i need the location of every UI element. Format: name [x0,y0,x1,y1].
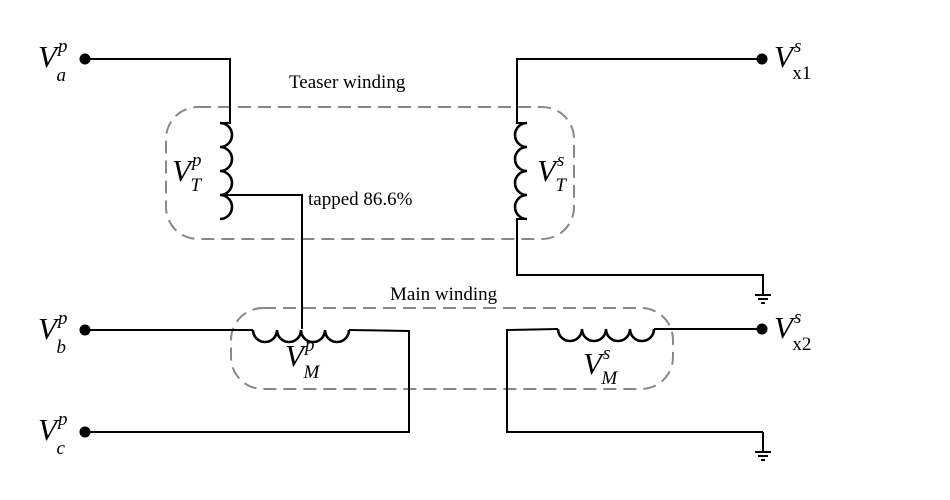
main-winding-box [230,307,674,390]
main-primary-coil [251,329,351,344]
terminal-b [79,324,91,336]
terminal-x1 [756,53,768,65]
wire-teaser-to-ground [516,218,764,295]
terminal-a [79,53,91,65]
terminal-x2 [756,323,768,335]
wire-main-to-c [85,329,410,433]
teaser-primary-coil [219,121,234,221]
main-winding-label: Main winding [390,284,498,305]
teaser-winding-box [165,106,575,240]
wire-main-to-ground [506,328,763,433]
teaser-secondary-coil [513,121,528,221]
wire-a-to-teaser [85,58,231,124]
wire-x1-to-teaser [516,58,762,124]
ground-symbol-bottom [755,432,771,461]
tap-label: tapped 86.6% [308,189,413,210]
ground-symbol-top [755,294,771,304]
main-secondary-coil [556,328,656,343]
wire-teaser-tap [220,194,303,329]
terminal-c [79,426,91,438]
teaser-winding-label: Teaser winding [289,72,406,93]
